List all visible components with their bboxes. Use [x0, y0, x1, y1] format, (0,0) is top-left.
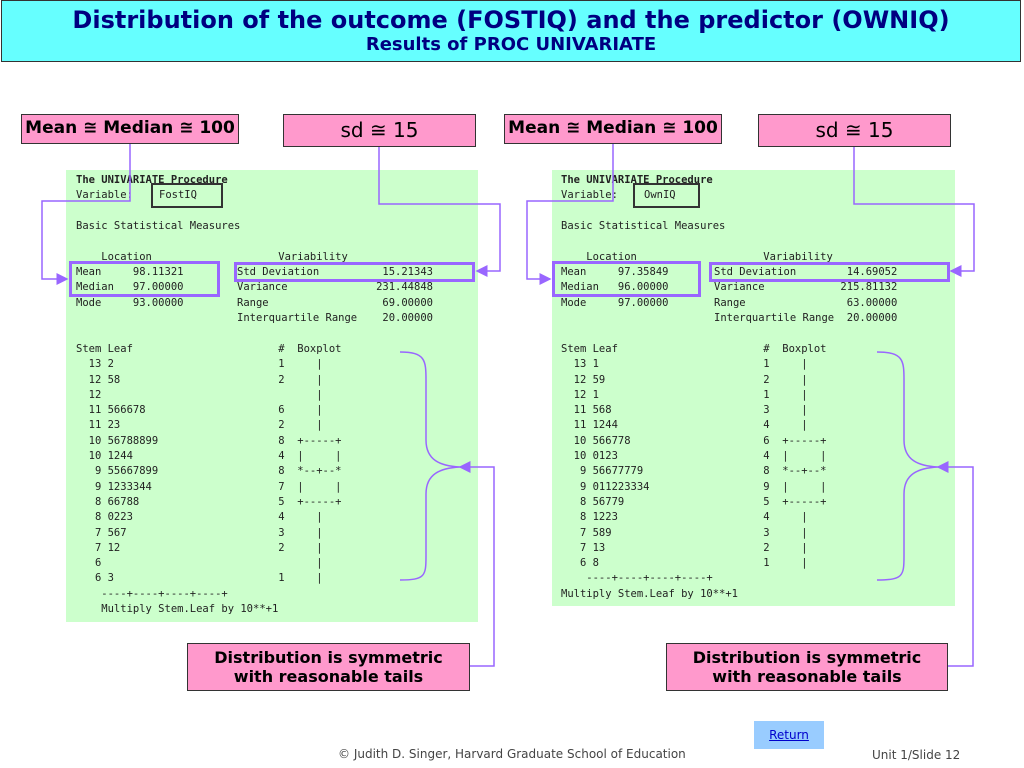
sd-callout-right: sd ≅ 15 [758, 114, 951, 147]
connector-sd-right [853, 147, 975, 277]
copyright-text: © Judith D. Singer, Harvard Graduate Sch… [338, 747, 686, 761]
mean-median-callout-left: Mean ≅ Median ≅ 100 [21, 114, 239, 144]
symmetric-callout-line2-left: with reasonable tails [233, 667, 424, 686]
slide-number: Unit 1/Slide 12 [872, 748, 961, 762]
symmetric-callout-right: Distribution is symmetric with reasonabl… [666, 643, 948, 691]
stem-leaf-right: Stem Leaf # Boxplot 13 1 1 | 12 59 2 | 1… [561, 343, 827, 600]
connector-symmetric-left [458, 461, 495, 667]
connector-mean-left [41, 144, 131, 285]
std-deviation-highlight-left [234, 262, 475, 282]
variable-label-right: Variable: [561, 189, 618, 201]
title-banner: Distribution of the outcome (FOSTIQ) and… [1, 0, 1021, 62]
symmetric-callout-line1-left: Distribution is symmetric [214, 648, 443, 667]
mean-median-callout-right: Mean ≅ Median ≅ 100 [504, 114, 722, 144]
std-deviation-highlight-right [709, 262, 950, 282]
stem-leaf-left: Stem Leaf # Boxplot 13 2 1 | 12 58 2 | 1… [76, 343, 342, 616]
loc-var-header-right: Location Variability [561, 251, 833, 263]
mean-median-highlight-right [552, 261, 701, 297]
return-button[interactable]: Return [754, 721, 824, 749]
sd-callout-left: sd ≅ 15 [283, 114, 476, 147]
variable-label-left: Variable: [76, 189, 133, 201]
univariate-panel-left [66, 170, 478, 622]
location-stats-right: Mean 97.35849 Median 96.00000 Mode 97.00… [561, 266, 669, 309]
variability-stats-right: Std Deviation 14.69052 Variance 215.8113… [714, 266, 898, 324]
variable-highlight-right [633, 183, 700, 208]
symmetric-callout-line1-right: Distribution is symmetric [692, 648, 922, 667]
symmetric-callout-left: Distribution is symmetric with reasonabl… [187, 643, 470, 691]
variable-highlight-left [151, 183, 223, 208]
variability-stats-left: Std Deviation 15.21343 Variance 231.4484… [237, 266, 433, 324]
connector-symmetric-right [936, 461, 974, 667]
connector-mean-right [526, 144, 614, 285]
variable-name-right: OwnIQ [644, 189, 676, 201]
connector-sd-left [378, 147, 501, 277]
univariate-panel-right [552, 170, 955, 606]
basic-measures-label-right: Basic Statistical Measures [561, 220, 726, 232]
basic-measures-label-left: Basic Statistical Measures [76, 220, 241, 232]
page-title: Distribution of the outcome (FOSTIQ) and… [72, 6, 950, 34]
brace-right [876, 351, 939, 581]
mean-median-highlight-left [69, 261, 220, 297]
brace-left [399, 351, 461, 581]
variable-name-left: FostIQ [159, 189, 197, 201]
location-stats-left: Mean 98.11321 Median 97.00000 Mode 93.00… [76, 266, 184, 309]
symmetric-callout-line2-right: with reasonable tails [712, 667, 902, 686]
page-subtitle: Results of PROC UNIVARIATE [365, 34, 657, 55]
loc-var-header-left: Location Variability [76, 251, 348, 263]
